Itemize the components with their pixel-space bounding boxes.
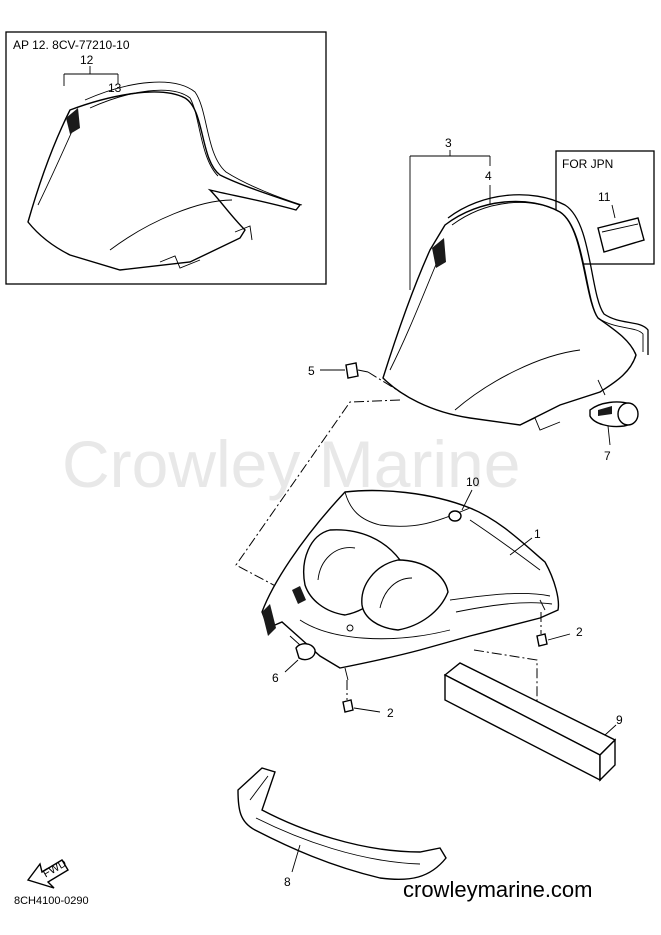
leader-2b [353,707,381,713]
callout-1: 1 [534,527,541,541]
watermark: Crowley Marine [62,427,520,501]
screw-shank [357,369,369,373]
jpn-box: FOR JPN 11 [555,150,655,265]
cowl-panel: 1 [261,489,560,681]
windshield-side-line [389,254,441,371]
part-5-screw: 5 [308,362,411,399]
leader-6 [284,659,299,673]
grommet-6 [295,643,316,661]
leader-8 [291,844,301,873]
callout-8: 8 [284,875,291,889]
inset-tabs-2 [234,225,253,241]
screw-2a-head [536,633,548,647]
inset-title: AP 12. 8CV-77210-10 [13,38,130,52]
part-9-block: 9 [443,662,623,782]
callout-10: 10 [466,475,480,489]
bumper [237,767,447,881]
screw-head [345,362,359,379]
callout-2a: 2 [576,625,583,639]
inset-trim-strip [84,81,303,206]
windshield-tab-right [597,379,606,396]
cowl-right-pod-highlight [379,577,413,609]
cowl-hole [346,624,354,632]
part-2-screw-bottom: 2 [342,680,394,720]
screw-centerline [367,371,411,399]
grommet [448,510,462,522]
cowl-right-contour [469,519,541,571]
callout-3: 3 [445,136,452,150]
inset-box: AP 12. 8CV-77210-10 12 13 [5,31,327,285]
trim-strip-outer [447,194,649,355]
leader-7 [607,425,611,446]
cowl-mount-shade [292,586,306,604]
cowl-tabs [344,599,546,681]
callout-7: 7 [604,449,611,463]
part-2-screw-right: 2 [536,612,583,647]
windshield-mount-shade [432,238,446,268]
diagram-code: 8CH4100-0290 [14,895,89,907]
fwd-arrow-shape [26,859,69,889]
cowl-left-pod-highlight [317,547,356,581]
part-11-label-plate [597,217,645,253]
callout-4: 4 [485,169,492,183]
bumper-contours [249,775,421,865]
part-10-grommet: 10 [448,475,480,522]
part-11-edge [601,223,639,233]
callout-5: 5 [308,364,315,378]
windshield [382,200,637,426]
cowl-lower-edge [299,619,451,640]
cowl-right-pod [361,559,449,631]
jpn-border [555,150,655,265]
inset-bracket-shade [66,108,80,134]
part-8-bumper: 8 [237,767,447,889]
part-7-nut: 7 [589,401,639,463]
leader-2a [547,633,571,641]
guide-left [235,399,401,599]
trim-strip-inner [451,202,644,352]
leader-11 [611,204,616,219]
callout-9: 9 [616,713,623,727]
nut-shade [598,406,612,416]
leader-9 [604,724,617,736]
cowl-ridge-2 [455,602,553,613]
nut-knob [617,402,639,426]
fwd-arrow-icon: FWD [26,857,69,889]
grommet-6-line [289,635,301,646]
leader-10 [461,489,473,511]
callout-12: 12 [80,53,94,67]
callout-13: 13 [108,81,122,95]
website-label: crowleymarine.com [403,877,593,902]
guide-9 [473,649,538,716]
part-6-grommet: 6 [272,635,316,685]
windshield-tabs [519,417,561,431]
windshield-inner-edge [454,349,581,411]
leader-1 [509,537,533,556]
inset-bracket [63,73,119,86]
cowl-left-tab-shade [262,604,276,636]
inset-tabs [159,255,201,269]
screw-2b-head [342,699,354,713]
cowl-ridge-1 [449,593,551,601]
windshield-assembly: 3 4 [382,136,649,431]
callout-11: 11 [598,190,611,204]
inset-trim-inner [89,89,219,177]
cowl-top-contour [344,491,471,527]
inset-border [5,31,327,285]
inset-windshield [27,91,302,271]
callout-6: 6 [272,671,279,685]
inset-inner-edge [109,199,233,251]
callout-2b: 2 [387,706,394,720]
jpn-title: FOR JPN [562,157,613,171]
block-end [599,738,616,782]
